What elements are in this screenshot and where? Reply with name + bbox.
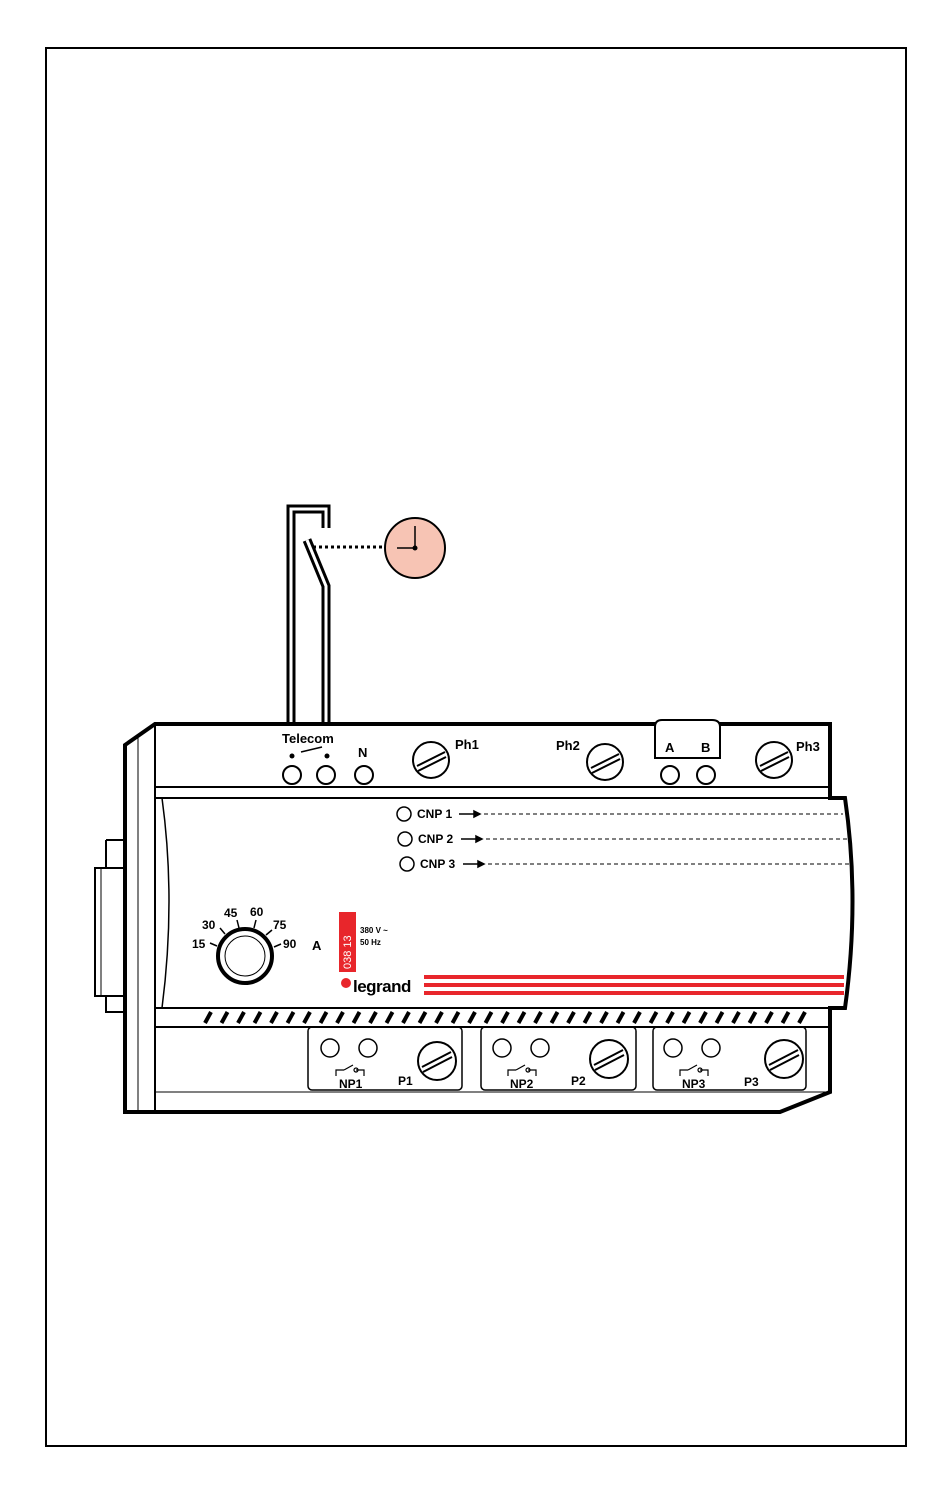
dial-45: 45 — [224, 906, 238, 920]
screw-p2 — [590, 1040, 628, 1078]
terminal-b — [697, 766, 715, 784]
telecom-label: Telecom — [282, 731, 334, 746]
a-label: A — [665, 740, 675, 755]
screw-ph2 — [587, 744, 623, 780]
ph3-label: Ph3 — [796, 739, 820, 754]
dial-75: 75 — [273, 918, 287, 932]
screw-ph1 — [413, 742, 449, 778]
dial-30: 30 — [202, 918, 216, 932]
telecom-terminal-2 — [317, 766, 335, 784]
np2-label: NP2 — [510, 1077, 534, 1091]
cnp1-label: CNP 1 — [417, 807, 452, 821]
dial-unit: A — [312, 938, 322, 953]
ph1-label: Ph1 — [455, 737, 479, 752]
device-body — [95, 720, 853, 1112]
screw-ph3 — [756, 742, 792, 778]
p2-label: P2 — [571, 1074, 586, 1088]
b-label: B — [701, 740, 710, 755]
clock-icon — [385, 518, 445, 578]
dial-90: 90 — [283, 937, 297, 951]
p1-label: P1 — [398, 1074, 413, 1088]
cnp2-label: CNP 2 — [418, 832, 453, 846]
screw-p3 — [765, 1040, 803, 1078]
np1-label: NP1 — [339, 1077, 363, 1091]
telecom-terminal-1 — [283, 766, 301, 784]
telecom-wiring-inner — [291, 509, 326, 724]
p3-label: P3 — [744, 1075, 759, 1089]
brand-dot — [341, 978, 351, 988]
terminal-a — [661, 766, 679, 784]
dial-60: 60 — [250, 905, 264, 919]
rating-voltage: 380 V ~ — [360, 926, 388, 935]
neutral-label: N — [358, 745, 367, 760]
dial-15: 15 — [192, 937, 206, 951]
rating-frequency: 50 Hz — [360, 938, 381, 947]
cnp3-label: CNP 3 — [420, 857, 455, 871]
brand-logo: legrand — [353, 977, 411, 996]
ph2-label: Ph2 — [556, 738, 580, 753]
screw-p1 — [418, 1042, 456, 1080]
neutral-terminal — [355, 766, 373, 784]
np3-label: NP3 — [682, 1077, 706, 1091]
product-code: 038 13 — [342, 935, 354, 969]
brand-stripes — [424, 975, 844, 995]
